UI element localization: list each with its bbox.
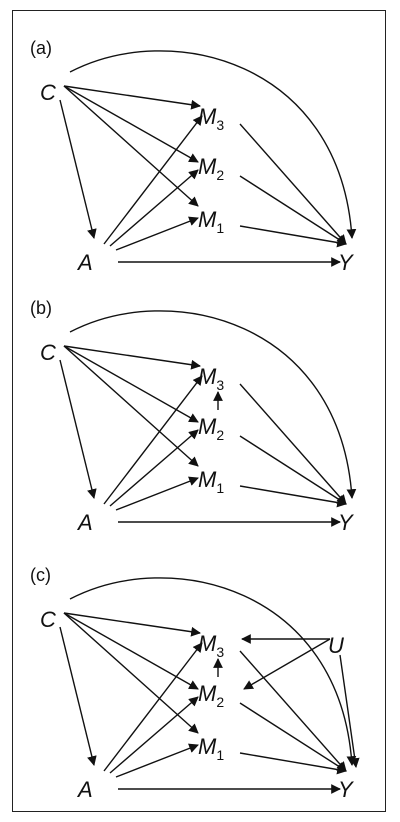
edge-a-to-m3 bbox=[103, 375, 203, 505]
node-c: C bbox=[40, 340, 56, 365]
edge-m3-to-y bbox=[239, 383, 347, 505]
node-y: Y bbox=[338, 510, 354, 535]
figure-frame bbox=[12, 10, 386, 812]
edge-c-to-m1 bbox=[63, 612, 199, 734]
edge-c-to-m2 bbox=[63, 85, 199, 163]
edge-m2-to-y bbox=[239, 702, 347, 772]
node-letter: Y bbox=[338, 510, 354, 535]
node-letter: M bbox=[198, 154, 217, 179]
edge-c-to-a bbox=[59, 359, 97, 499]
node-m3: M3 bbox=[198, 104, 224, 133]
edge-c-to-m3 bbox=[63, 85, 201, 110]
node-subscript: 3 bbox=[216, 117, 224, 133]
edge-m1-to-y bbox=[239, 225, 347, 248]
node-letter: M bbox=[198, 207, 217, 232]
edge-c-to-a bbox=[59, 626, 97, 766]
node-letter: M bbox=[198, 414, 217, 439]
edge-a-to-m1 bbox=[115, 216, 199, 251]
edge-m3-to-y bbox=[239, 650, 347, 772]
edge-a-to-m1 bbox=[115, 476, 199, 511]
edge-c-to-y bbox=[69, 310, 357, 499]
node-letter: M bbox=[198, 364, 217, 389]
panel-label: (a) bbox=[30, 38, 52, 58]
node-m3: M3 bbox=[198, 631, 224, 660]
node-letter: U bbox=[328, 633, 344, 658]
node-a: A bbox=[76, 250, 93, 275]
node-letter: C bbox=[40, 80, 56, 105]
edge-m2-to-y bbox=[239, 175, 347, 245]
node-letter: M bbox=[198, 734, 217, 759]
node-c: C bbox=[40, 80, 56, 105]
edge-c-to-m2 bbox=[63, 345, 199, 423]
node-y: Y bbox=[338, 777, 354, 802]
edge-a-to-m3 bbox=[103, 115, 203, 245]
node-m1: M1 bbox=[198, 467, 224, 496]
edge-m3-to-y bbox=[239, 123, 347, 245]
edge-a-to-m2 bbox=[109, 169, 199, 247]
panel-label: (b) bbox=[30, 298, 52, 318]
node-letter: A bbox=[76, 510, 93, 535]
edge-u-to-y bbox=[339, 654, 360, 768]
edge-a-to-m2 bbox=[109, 696, 199, 774]
edge-m2-to-y bbox=[239, 435, 347, 505]
node-m1: M1 bbox=[198, 734, 224, 763]
edge-c-to-m1 bbox=[63, 85, 199, 207]
node-subscript: 2 bbox=[216, 167, 224, 183]
node-letter: Y bbox=[338, 777, 354, 802]
edge-c-to-y bbox=[69, 577, 357, 766]
edge-c-to-a bbox=[59, 99, 97, 239]
node-subscript: 1 bbox=[216, 747, 224, 763]
node-subscript: 1 bbox=[216, 220, 224, 236]
edge-a-to-m2 bbox=[109, 429, 199, 507]
node-c: C bbox=[40, 607, 56, 632]
node-letter: C bbox=[40, 340, 56, 365]
node-subscript: 3 bbox=[216, 644, 224, 660]
edge-c-to-m3 bbox=[63, 345, 201, 370]
node-letter: A bbox=[76, 250, 93, 275]
node-m2: M2 bbox=[198, 681, 224, 710]
node-letter: M bbox=[198, 104, 217, 129]
edge-c-to-m1 bbox=[63, 345, 199, 467]
node-m2: M2 bbox=[198, 414, 224, 443]
panel-label: (c) bbox=[30, 565, 51, 585]
node-subscript: 2 bbox=[216, 694, 224, 710]
node-a: A bbox=[76, 777, 93, 802]
node-letter: M bbox=[198, 467, 217, 492]
node-letter: M bbox=[198, 681, 217, 706]
node-m2: M2 bbox=[198, 154, 224, 183]
node-y: Y bbox=[338, 250, 354, 275]
edge-c-to-m3 bbox=[63, 612, 201, 637]
node-subscript: 2 bbox=[216, 427, 224, 443]
edge-c-to-y bbox=[69, 50, 357, 239]
node-a: A bbox=[76, 510, 93, 535]
node-letter: Y bbox=[338, 250, 354, 275]
node-subscript: 1 bbox=[216, 480, 224, 496]
node-m3: M3 bbox=[198, 364, 224, 393]
edge-c-to-m2 bbox=[63, 612, 199, 690]
node-u: U bbox=[328, 633, 344, 658]
node-subscript: 3 bbox=[216, 377, 224, 393]
edge-a-to-m3 bbox=[103, 642, 203, 772]
edge-u-to-m2 bbox=[243, 638, 331, 690]
edge-a-to-m1 bbox=[115, 743, 199, 778]
node-letter: A bbox=[76, 777, 93, 802]
node-letter: M bbox=[198, 631, 217, 656]
node-m1: M1 bbox=[198, 207, 224, 236]
edge-m1-to-y bbox=[239, 485, 347, 508]
edge-m1-to-y bbox=[239, 752, 347, 775]
node-letter: C bbox=[40, 607, 56, 632]
